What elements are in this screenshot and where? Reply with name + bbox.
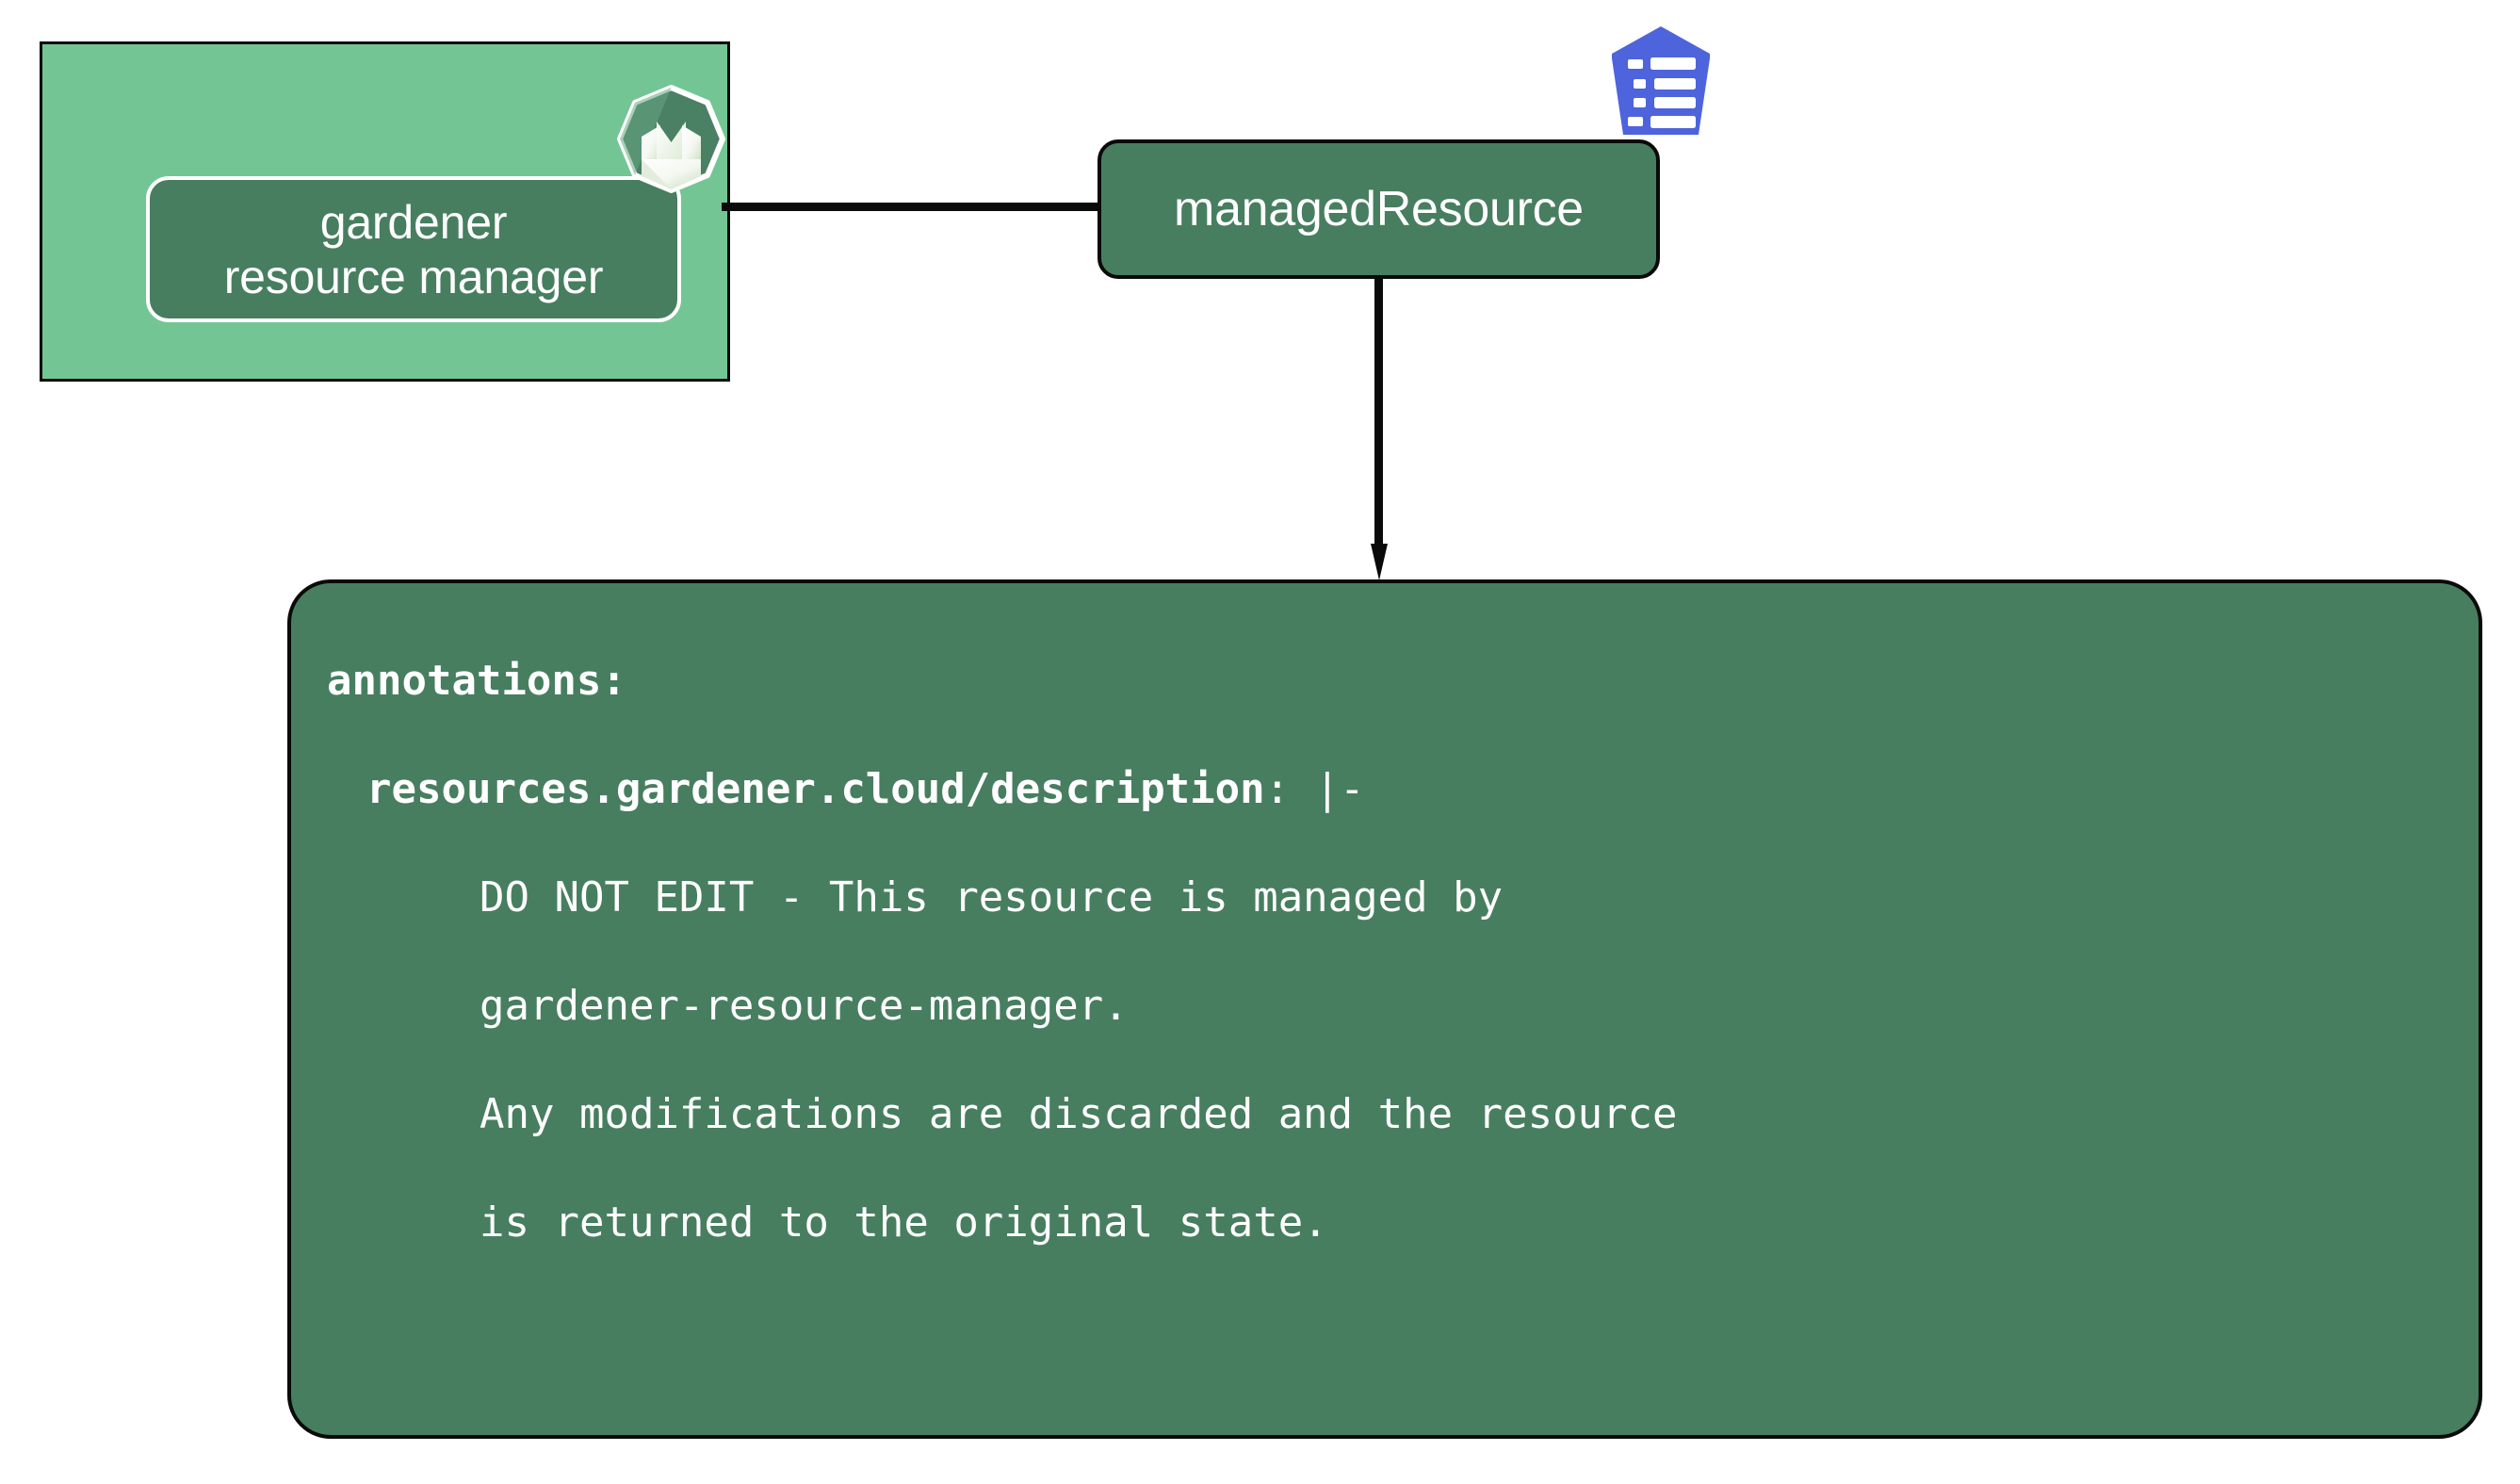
- gardener-logo-icon: [608, 84, 735, 211]
- yaml-line-body-3: Any modifications are discarded and the …: [480, 1090, 1678, 1138]
- kubernetes-configmap-icon: [1603, 24, 1718, 146]
- node-managed-resource[interactable]: managedResource: [1097, 139, 1660, 279]
- yaml-sep-text: :: [1264, 765, 1315, 813]
- node-gardener-resource-manager[interactable]: gardener resource manager: [146, 176, 681, 322]
- yaml-line-body-2: gardener-resource-manager.: [480, 982, 1129, 1030]
- yaml-line-body-1: DO NOT EDIT - This resource is managed b…: [480, 873, 1504, 921]
- yaml-value-text: |-: [1314, 765, 1365, 813]
- edge-grm-to-managedresource: [722, 203, 1100, 211]
- edge-managedresource-to-annotations: [1371, 277, 1388, 580]
- yaml-line-body-4: is returned to the original state.: [480, 1199, 1328, 1247]
- yaml-line-annotations: annotations:: [327, 657, 626, 705]
- yaml-line-description-key: resources.gardener.cloud/description: |-: [291, 735, 2479, 843]
- node-label-line2: resource manager: [223, 250, 604, 303]
- node-label-line1: gardener: [319, 195, 508, 249]
- node-label-managed-resource: managedResource: [1174, 182, 1584, 236]
- gardener-resource-manager-group: gardener resource manager: [40, 41, 730, 382]
- annotations-yaml-box: annotations: resources.gardener.cloud/de…: [287, 579, 2482, 1439]
- yaml-key-text: resources.gardener.cloud/description: [366, 765, 1265, 813]
